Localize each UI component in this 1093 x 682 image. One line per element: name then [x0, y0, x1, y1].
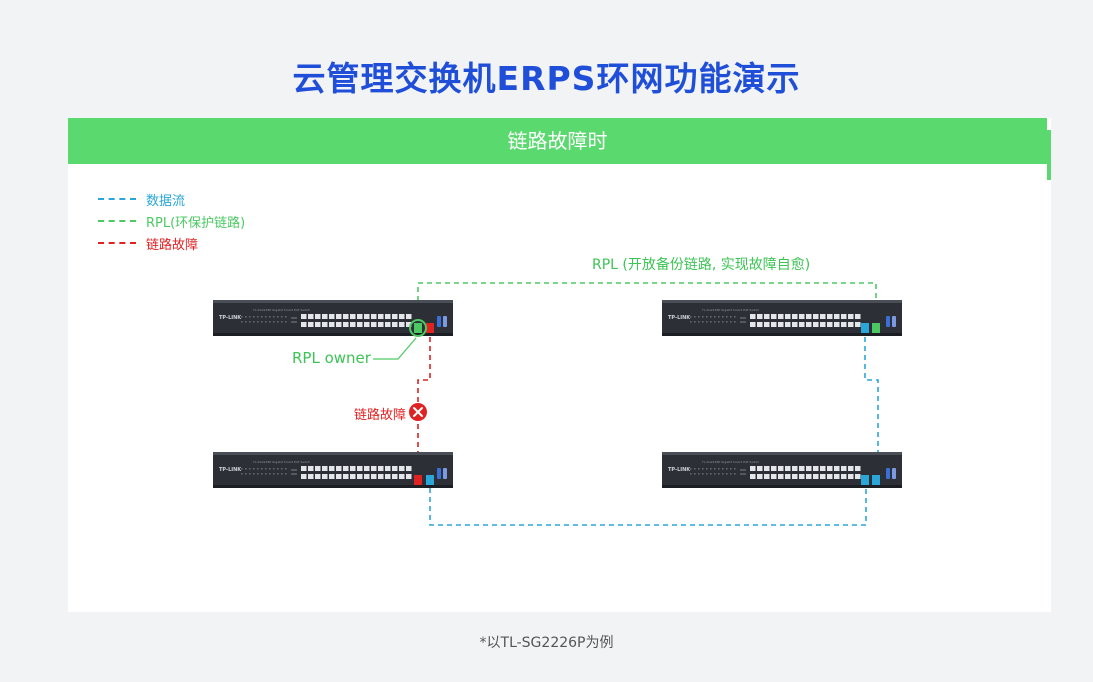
legend-line-data-flow [98, 198, 136, 200]
diagram-panel [68, 118, 1051, 612]
port-bottom-left-fault [414, 475, 422, 485]
port-top-left-rpl [414, 323, 422, 333]
page-title: 云管理交换机ERPS环网功能演示 [292, 59, 801, 98]
port-bottom-right-data-a [861, 475, 869, 485]
legend-item-data-flow: 数据流 [98, 188, 245, 210]
rpl-owner-ring [409, 319, 427, 337]
port-top-right-data [861, 323, 869, 333]
legend-label-rpl: RPL(环保护链路) [146, 215, 246, 231]
rpl-owner-label: RPL owner [292, 349, 371, 367]
legend-line-link-failure [98, 242, 136, 244]
port-bottom-left-data [426, 475, 434, 485]
legend-label-link-failure: 链路故障 [146, 237, 199, 253]
failed-link-path [417, 328, 431, 480]
data-flow-path [864, 328, 879, 480]
port-top-left-fault [426, 323, 434, 333]
legend-item-link-failure: 链路故障 [98, 232, 245, 254]
panel-accent-bar [1047, 130, 1051, 180]
port-bottom-right-data-b [872, 475, 880, 485]
legend: 数据流 RPL(环保护链路) 链路故障 [98, 188, 245, 254]
rpl-link-label: RPL (开放备份链路, 实现故障自愈) [592, 257, 811, 273]
rpl-owner-leader [373, 337, 417, 360]
legend-item-rpl: RPL(环保护链路) [98, 210, 245, 232]
footnote: *以TL-SG2226P为例 [479, 635, 614, 651]
legend-line-rpl [98, 220, 136, 222]
link-failure-icon [409, 403, 427, 421]
panel-header: 链路故障时 [68, 118, 1047, 164]
legend-label-data-flow: 数据流 [146, 193, 186, 209]
link-failure-label: 链路故障 [354, 408, 407, 423]
port-top-right-rpl [872, 323, 880, 333]
data-flow-path-bottom [429, 480, 867, 526]
